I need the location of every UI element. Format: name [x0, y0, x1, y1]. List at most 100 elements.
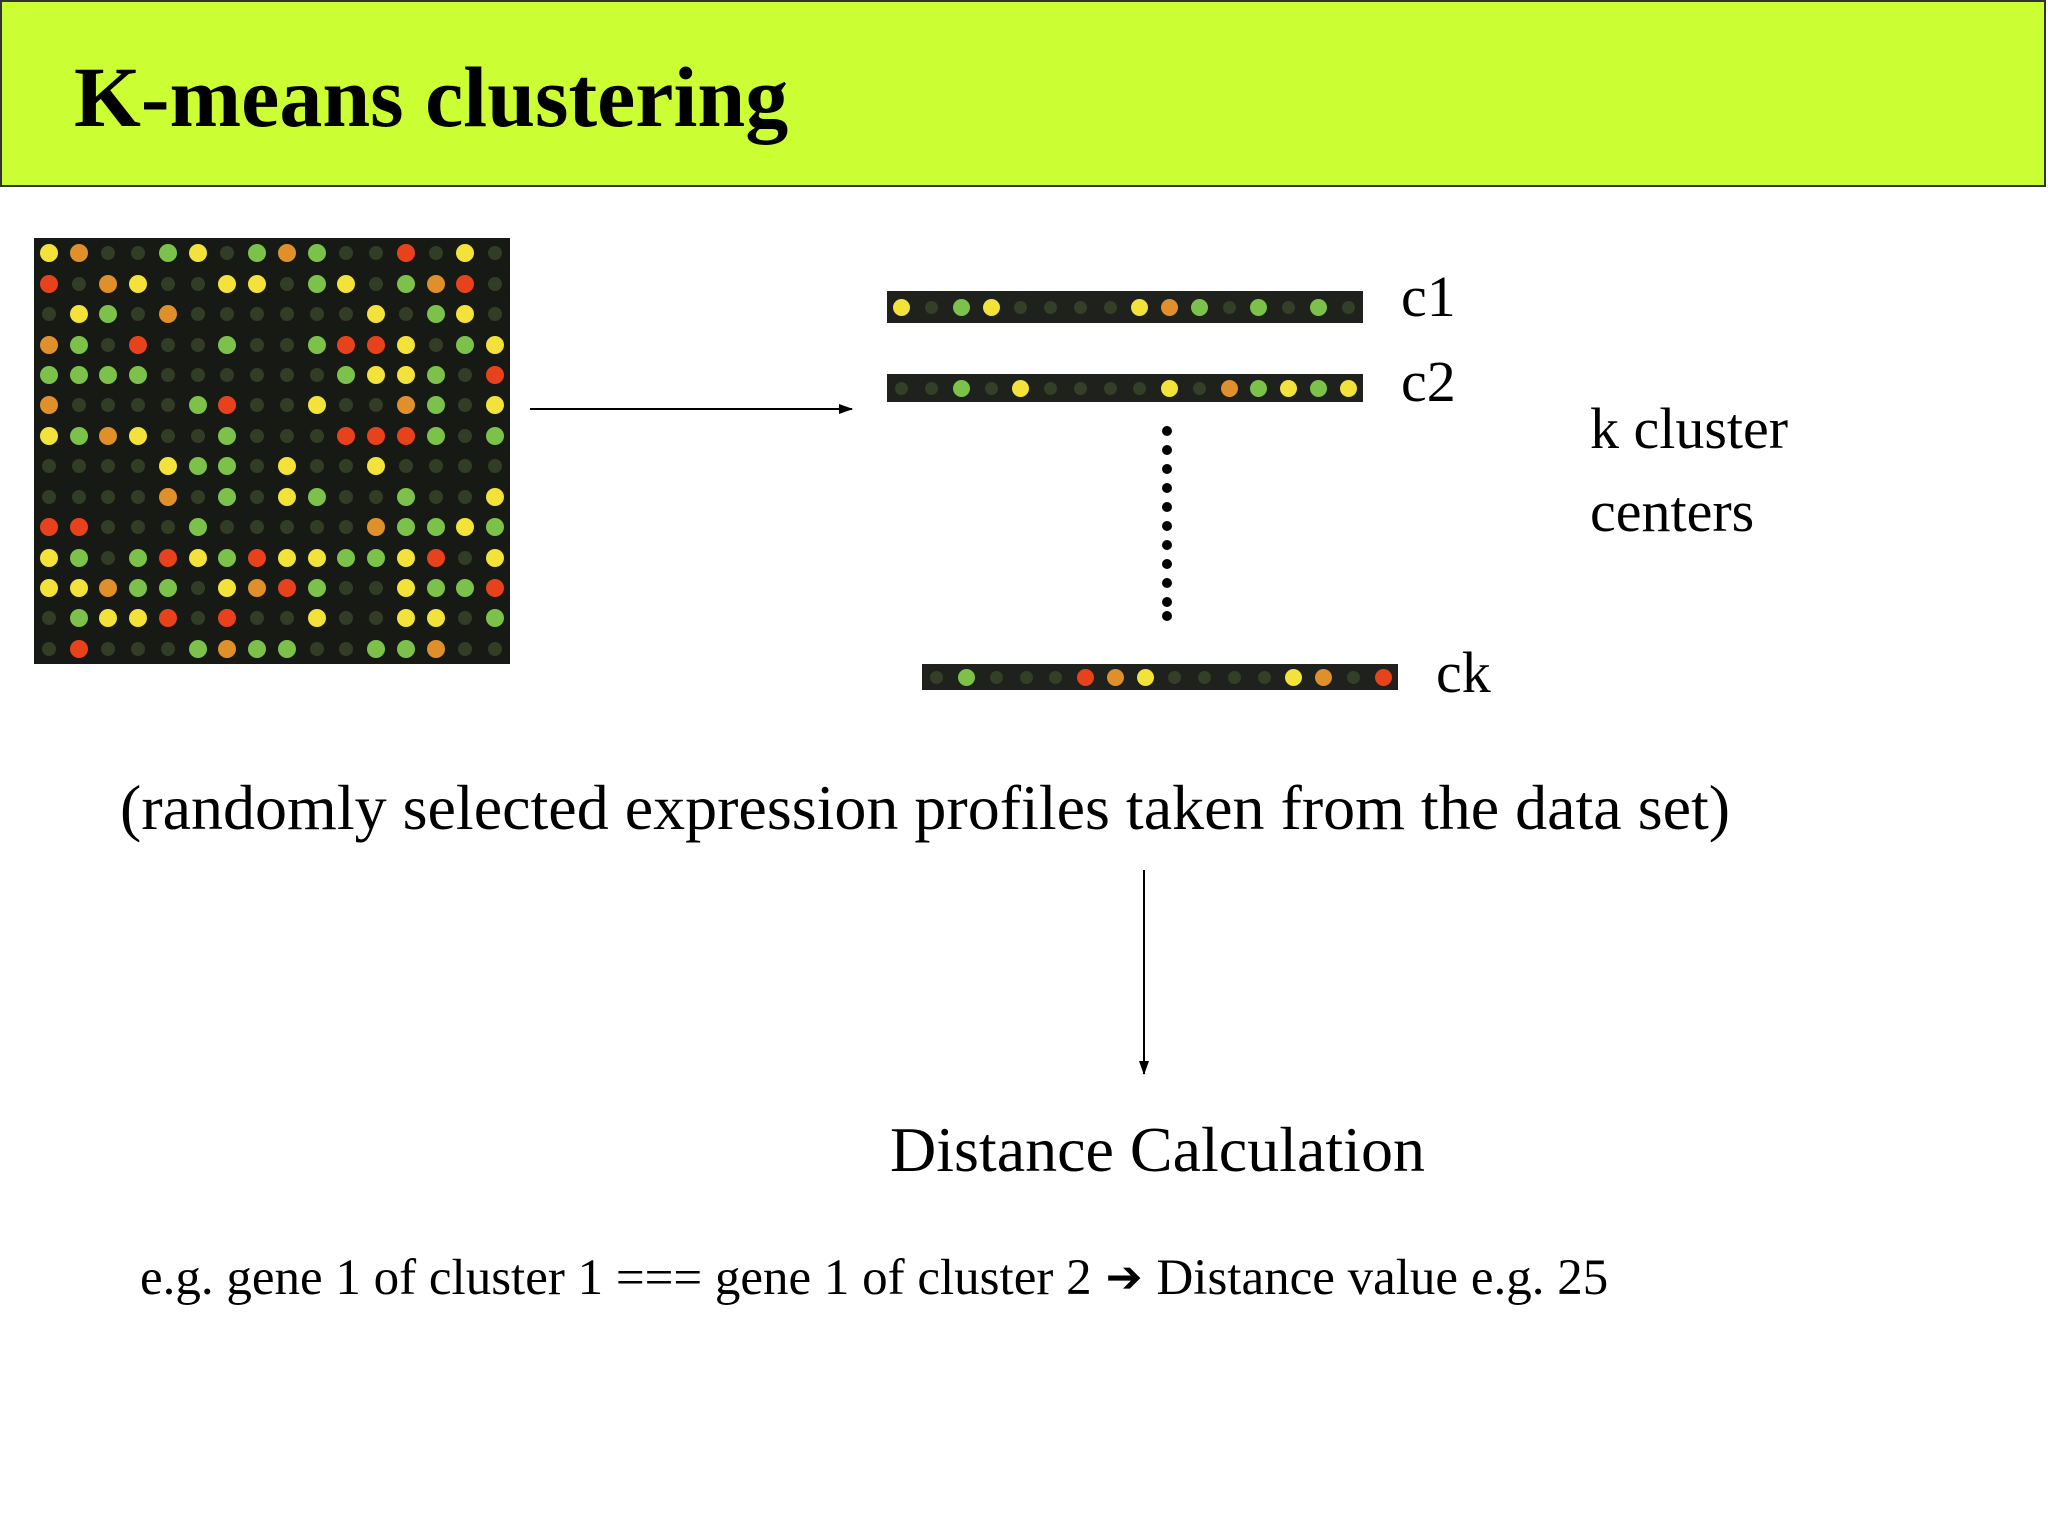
matrix-spot	[309, 307, 324, 322]
matrix-spot	[101, 246, 116, 261]
matrix-spot	[456, 274, 475, 293]
strip-spot	[1222, 300, 1236, 314]
matrix-spot	[248, 244, 267, 263]
matrix-spot	[101, 641, 116, 656]
matrix-spot	[99, 305, 118, 324]
matrix-spot	[158, 487, 177, 506]
matrix-spot	[339, 246, 354, 261]
matrix-spot	[396, 639, 415, 658]
strip-spot	[1280, 379, 1298, 397]
matrix-spot	[158, 578, 177, 597]
matrix-spot	[277, 578, 296, 597]
matrix-spot	[396, 396, 415, 415]
matrix-spot	[71, 398, 86, 413]
strip-spot	[1285, 668, 1303, 686]
matrix-spot	[456, 335, 475, 354]
matrix-spot	[101, 520, 116, 535]
matrix-spot	[426, 548, 445, 567]
k-cluster-centers-label-line2: centers	[1590, 479, 1755, 544]
matrix-spot	[307, 548, 326, 567]
cluster-center-c2-strip	[887, 374, 1363, 402]
matrix-spot	[369, 398, 384, 413]
matrix-spot	[486, 518, 505, 537]
slide-title: K-means clustering	[74, 49, 789, 145]
strip-spot	[1049, 670, 1063, 684]
strip-spot	[1044, 381, 1058, 395]
matrix-spot	[396, 609, 415, 628]
matrix-spot	[250, 428, 265, 443]
matrix-spot	[396, 335, 415, 354]
strip-spot	[1250, 379, 1268, 397]
strip-spot	[1282, 300, 1296, 314]
matrix-spot	[190, 428, 205, 443]
matrix-spot	[396, 244, 415, 263]
matrix-spot	[309, 367, 324, 382]
matrix-spot	[307, 609, 326, 628]
strip-spot	[1077, 668, 1095, 686]
matrix-spot	[428, 246, 443, 261]
matrix-spot	[486, 365, 505, 384]
matrix-spot	[279, 520, 294, 535]
k-cluster-centers-label-line1: k cluster	[1590, 396, 1789, 461]
matrix-spot	[277, 457, 296, 476]
matrix-spot	[428, 459, 443, 474]
matrix-spot	[160, 337, 175, 352]
matrix-spot	[277, 639, 296, 658]
matrix-spot	[279, 276, 294, 291]
matrix-spot	[337, 548, 356, 567]
strip-spot	[1161, 298, 1179, 316]
matrix-spot	[456, 518, 475, 537]
matrix-spot	[250, 337, 265, 352]
matrix-spot	[339, 641, 354, 656]
matrix-spot	[99, 426, 118, 445]
matrix-spot	[218, 578, 237, 597]
matrix-spot	[190, 580, 205, 595]
matrix-spot	[277, 244, 296, 263]
matrix-spot	[190, 307, 205, 322]
matrix-spot	[486, 426, 505, 445]
right-arrow-icon: ➔	[1105, 1252, 1143, 1303]
strip-spot	[1227, 670, 1241, 684]
matrix-spot	[339, 580, 354, 595]
matrix-spot	[188, 244, 207, 263]
matrix-spot	[367, 335, 386, 354]
matrix-spot	[367, 639, 386, 658]
center-label-ck: ck	[1436, 640, 1491, 705]
strip-spot	[1103, 300, 1117, 314]
matrix-spot	[190, 367, 205, 382]
matrix-spot	[160, 428, 175, 443]
strip-spot	[952, 379, 970, 397]
matrix-spot	[277, 487, 296, 506]
matrix-spot	[396, 487, 415, 506]
strip-spot	[895, 381, 909, 395]
matrix-spot	[188, 639, 207, 658]
matrix-spot	[131, 307, 146, 322]
matrix-spot	[160, 276, 175, 291]
expression-matrix-image	[34, 238, 510, 664]
matrix-spot	[129, 335, 148, 354]
matrix-spot	[218, 639, 237, 658]
matrix-spot	[426, 426, 445, 445]
matrix-spot	[369, 246, 384, 261]
matrix-spot	[369, 611, 384, 626]
matrix-spot	[458, 489, 473, 504]
matrix-spot	[279, 307, 294, 322]
strip-spot	[925, 381, 939, 395]
strip-spot	[1315, 668, 1333, 686]
matrix-spot	[396, 518, 415, 537]
matrix-spot	[129, 609, 148, 628]
matrix-spot	[69, 426, 88, 445]
matrix-spot	[190, 611, 205, 626]
strip-spot	[989, 670, 1003, 684]
matrix-spot	[188, 457, 207, 476]
strip-spot	[1103, 381, 1117, 395]
matrix-spot	[486, 396, 505, 415]
center-label-c2: c2	[1401, 349, 1456, 414]
title-bar: K-means clustering	[0, 0, 2046, 187]
strip-spot	[893, 298, 911, 316]
matrix-spot	[337, 335, 356, 354]
matrix-spot	[190, 276, 205, 291]
matrix-spot	[41, 641, 56, 656]
